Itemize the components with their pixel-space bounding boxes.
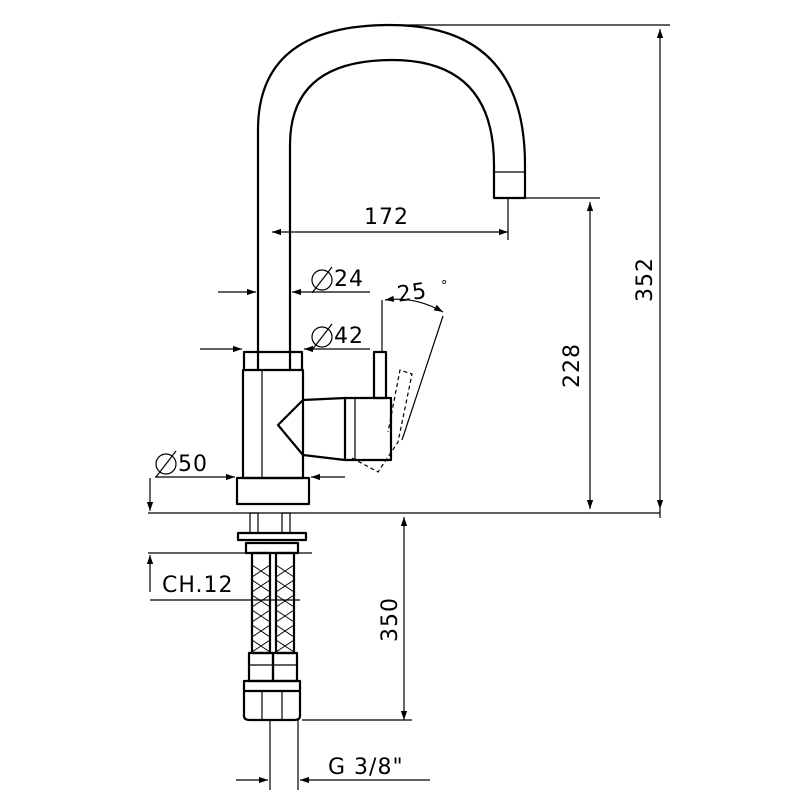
dim-spout-diameter: 24	[334, 267, 364, 292]
fixing-nut	[244, 541, 300, 555]
diameter-24-group: 24	[311, 266, 364, 294]
dim-total-height: 352	[633, 257, 658, 302]
dim-spout-reach: 172	[364, 205, 409, 230]
lever-cartridge	[343, 396, 393, 462]
lever-bottom-edge	[301, 453, 347, 462]
dim-lever-diameter: 42	[334, 324, 364, 349]
mounting	[148, 512, 660, 790]
dim-thread: G 3/8"	[328, 755, 404, 780]
hose-right	[274, 551, 296, 655]
spout-nozzle	[492, 163, 527, 200]
degree-sign: °	[441, 279, 448, 294]
collar	[242, 350, 304, 372]
base-ring	[235, 476, 311, 506]
hose-left	[250, 551, 272, 655]
dimension-lines	[146, 24, 670, 784]
dim-lever-angle-arc	[384, 295, 444, 313]
lever-handle	[372, 350, 388, 400]
dim-hose-length: 350	[378, 597, 403, 642]
faucet-outline	[235, 23, 527, 506]
body-cylinder	[241, 368, 305, 480]
dim-lever-angle: 25	[396, 279, 429, 308]
angle-25-group: 25 °	[396, 279, 448, 308]
dim-base-diameter: 50	[178, 452, 208, 477]
hose-fitting	[242, 679, 302, 693]
dimension-labels: 172 24 42 50 25 ° 228 352 350 CH.12 G 3/…	[155, 205, 658, 780]
spout-inner	[288, 58, 496, 372]
spout-outer	[256, 23, 527, 372]
diameter-42-group: 42	[311, 323, 364, 351]
lever-rotated-ghost	[351, 369, 413, 473]
diameter-50-group: 50	[155, 450, 208, 478]
fixing-washer	[236, 531, 308, 542]
hose-braid	[251, 564, 295, 653]
lever-top-edge	[301, 396, 347, 402]
dim-spout-height: 228	[560, 343, 585, 388]
dim-wrench-size: CH.12	[162, 573, 234, 598]
lever-cone	[276, 398, 305, 457]
